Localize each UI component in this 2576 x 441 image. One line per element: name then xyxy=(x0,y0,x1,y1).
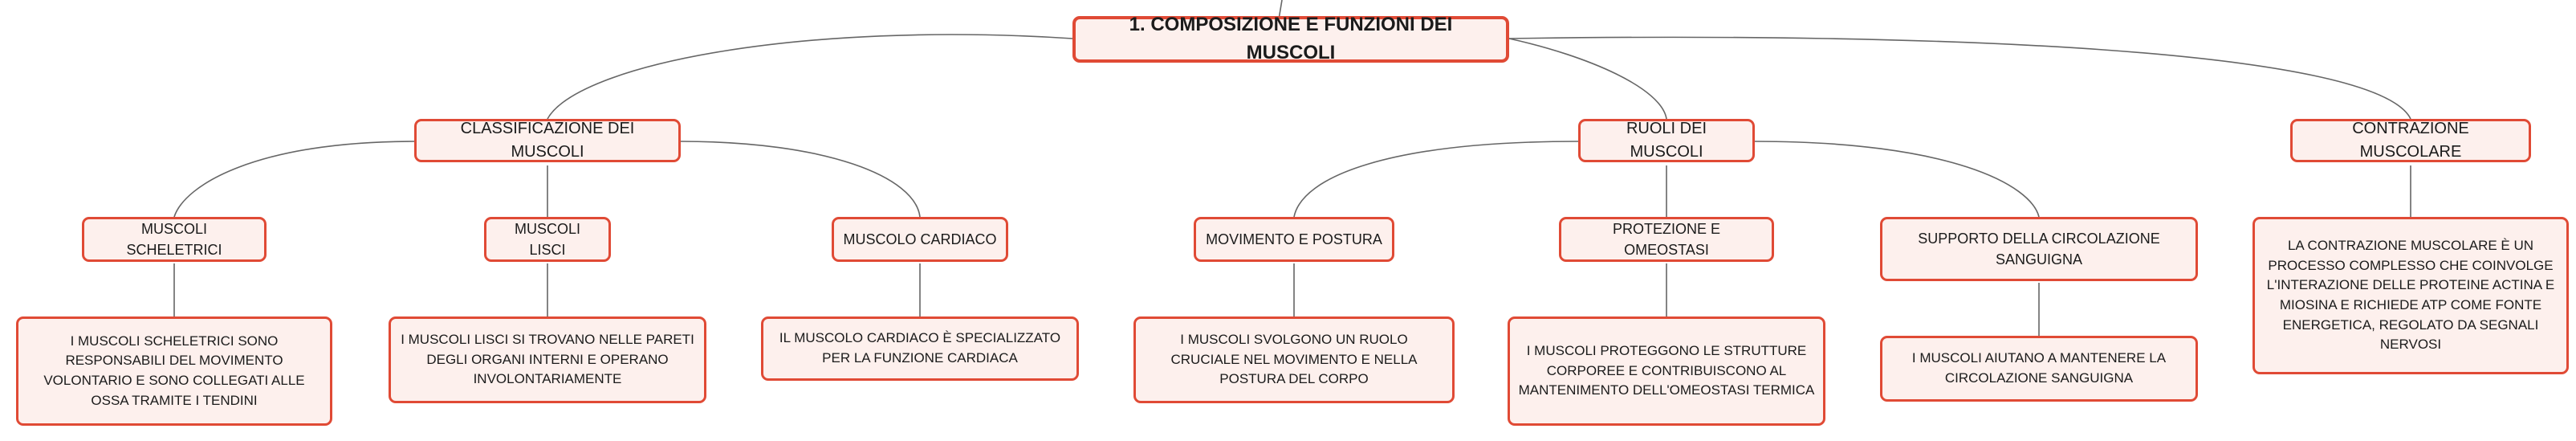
topic-contrazione-label: CONTRAZIONE MUSCOLARE xyxy=(2352,120,2469,161)
topic-ruoli[interactable]: RUOLI DEI MUSCOLI xyxy=(1578,119,1755,162)
topic-contrazione[interactable]: CONTRAZIONE MUSCOLARE xyxy=(2290,119,2531,162)
leaf-contrazione-text: LA CONTRAZIONE MUSCOLARE È UN PROCESSO C… xyxy=(2266,238,2555,353)
subtopic-protezione-label: PROTEZIONE E OMEOSTASI xyxy=(1612,220,1720,258)
connector-ruoli-movimento xyxy=(1293,141,1579,218)
topic-ruoli-label: RUOLI DEI MUSCOLI xyxy=(1626,120,1707,161)
leaf-scheletrici-desc[interactable]: I MUSCOLI SCHELETRICI SONO RESPONSABILI … xyxy=(16,316,332,426)
subtopic-lisci-label: MUSCOLI LISCI xyxy=(514,220,580,258)
subtopic-movimento-label: MOVIMENTO E POSTURA xyxy=(1206,231,1382,247)
leaf-lisci-text: I MUSCOLI LISCI SI TROVANO NELLE PARETI … xyxy=(401,332,694,387)
root-topic-label: 1. COMPOSIZIONE E FUNZIONI DEI MUSCOLI xyxy=(1129,14,1453,63)
subtopic-scheletrici-label: MUSCOLI SCHELETRICI xyxy=(126,220,222,258)
connector-root-classificazione xyxy=(547,34,1073,120)
topic-classificazione[interactable]: CLASSIFICAZIONE DEI MUSCOLI xyxy=(414,119,681,162)
leaf-protezione-text: I MUSCOLI PROTEGGONO LE STRUTTURE CORPOR… xyxy=(1518,343,1815,398)
leaf-lisci-desc[interactable]: I MUSCOLI LISCI SI TROVANO NELLE PARETI … xyxy=(389,316,706,403)
subtopic-supporto[interactable]: SUPPORTO DELLA CIRCOLAZIONE SANGUIGNA xyxy=(1880,217,2198,281)
connector-classificazione-cardiaco xyxy=(680,141,921,218)
subtopic-cardiaco-label: MUSCOLO CARDIACO xyxy=(843,231,997,247)
connector-root-contrazione xyxy=(1508,36,2411,120)
topic-classificazione-label: CLASSIFICAZIONE DEI MUSCOLI xyxy=(460,120,635,161)
leaf-scheletrici-text: I MUSCOLI SCHELETRICI SONO RESPONSABILI … xyxy=(43,333,305,408)
subtopic-cardiaco[interactable]: MUSCOLO CARDIACO xyxy=(832,217,1008,262)
subtopic-lisci[interactable]: MUSCOLI LISCI xyxy=(484,217,611,262)
connector-root-ruoli xyxy=(1508,38,1667,120)
leaf-cardiaco-text: IL MUSCOLO CARDIACO È SPECIALIZZATO PER … xyxy=(779,330,1061,365)
leaf-movimento-text: I MUSCOLI SVOLGONO UN RUOLO CRUCIALE NEL… xyxy=(1170,332,1418,387)
leaf-movimento-desc[interactable]: I MUSCOLI SVOLGONO UN RUOLO CRUCIALE NEL… xyxy=(1133,316,1455,403)
leaf-protezione-desc[interactable]: I MUSCOLI PROTEGGONO LE STRUTTURE CORPOR… xyxy=(1508,316,1825,426)
leaf-contrazione-desc[interactable]: LA CONTRAZIONE MUSCOLARE È UN PROCESSO C… xyxy=(2252,217,2569,374)
connector-classificazione-scheletrici xyxy=(173,141,415,218)
subtopic-supporto-label: SUPPORTO DELLA CIRCOLAZIONE SANGUIGNA xyxy=(1918,230,2160,267)
subtopic-protezione[interactable]: PROTEZIONE E OMEOSTASI xyxy=(1559,217,1774,262)
leaf-supporto-desc[interactable]: I MUSCOLI AIUTANO A MANTENERE LA CIRCOLA… xyxy=(1880,336,2198,402)
connector-ruoli-supporto xyxy=(1754,141,2040,218)
subtopic-movimento[interactable]: MOVIMENTO E POSTURA xyxy=(1194,217,1394,262)
leaf-supporto-text: I MUSCOLI AIUTANO A MANTENERE LA CIRCOLA… xyxy=(1911,350,2167,386)
leaf-cardiaco-desc[interactable]: IL MUSCOLO CARDIACO È SPECIALIZZATO PER … xyxy=(761,316,1079,381)
subtopic-scheletrici[interactable]: MUSCOLI SCHELETRICI xyxy=(82,217,267,262)
root-topic[interactable]: 1. COMPOSIZIONE E FUNZIONI DEI MUSCOLI xyxy=(1072,14,1509,63)
